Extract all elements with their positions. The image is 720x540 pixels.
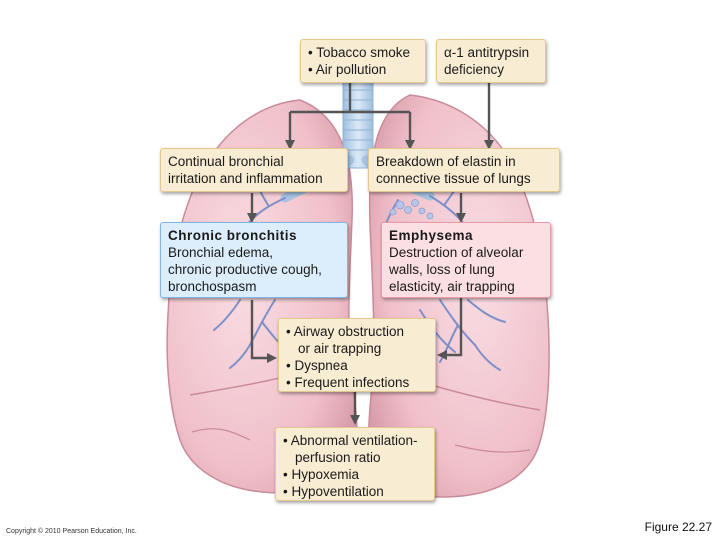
causes-line-2: • Air pollution — [308, 62, 387, 77]
elastin-line-2: connective tissue of lungs — [376, 171, 531, 186]
chronic-bronchitis-box: Chronic bronchitis Bronchial edema, chro… — [160, 222, 348, 298]
irritation-line-1: Continual bronchial — [168, 154, 284, 169]
irritation-box: Continual bronchial irritation and infla… — [160, 148, 348, 192]
outcomes-line-1: • Airway obstruction — [286, 324, 405, 339]
causes-box: • Tobacco smoke • Air pollution — [300, 39, 426, 83]
aat-deficiency-box: α-1 antitrypsin deficiency — [436, 39, 546, 83]
right-lung-lobe-line — [454, 444, 531, 453]
aat-line-2: deficiency — [444, 62, 505, 77]
figure-label: Figure 22.27 — [644, 520, 712, 534]
consequences-box: • Abnormal ventilation- perfusion ratio … — [275, 427, 435, 501]
consequences-line-2: perfusion ratio — [295, 450, 381, 465]
consequences-line-3: • Hypoxemia — [283, 467, 360, 482]
consequences-line-1: • Abnormal ventilation- — [283, 433, 418, 448]
outcomes-box: • Airway obstruction or air trapping • D… — [278, 318, 436, 392]
emphysema-box: Emphysema Destruction of alveolar walls,… — [381, 222, 551, 298]
emphysema-line-1: Destruction of alveolar — [389, 245, 524, 260]
outcomes-line-2: or air trapping — [298, 341, 382, 356]
causes-line-1: • Tobacco smoke — [308, 45, 411, 60]
bronchitis-line-1: Bronchial edema, — [168, 245, 274, 260]
bronchitis-line-2: chronic productive cough, — [168, 262, 322, 277]
emphysema-line-2: walls, loss of lung — [389, 262, 495, 277]
consequences-line-4: • Hypoventilation — [283, 484, 384, 499]
emphysema-title: Emphysema — [389, 228, 474, 243]
copyright-notice: Copyright © 2010 Pearson Education, Inc. — [6, 528, 137, 535]
alveoli-cluster — [389, 199, 434, 220]
elastin-breakdown-box: Breakdown of elastin in connective tissu… — [368, 148, 560, 192]
emphysema-line-3: elasticity, air trapping — [389, 279, 515, 294]
arrow-bronchitis-to-outcomes — [250, 300, 277, 363]
outcomes-line-4: • Frequent infections — [286, 375, 410, 390]
arrow-emphysema-to-outcomes — [437, 295, 463, 360]
irritation-line-2: irritation and inflammation — [168, 171, 323, 186]
left-lung-notch — [191, 428, 251, 441]
elastin-line-1: Breakdown of elastin in — [376, 154, 516, 169]
bronchitis-line-3: bronchospasm — [168, 279, 257, 294]
flow-arrows — [247, 82, 494, 425]
chronic-bronchitis-title: Chronic bronchitis — [168, 228, 298, 243]
outcomes-line-3: • Dyspnea — [286, 358, 348, 373]
aat-line-1: α-1 antitrypsin — [444, 45, 530, 60]
